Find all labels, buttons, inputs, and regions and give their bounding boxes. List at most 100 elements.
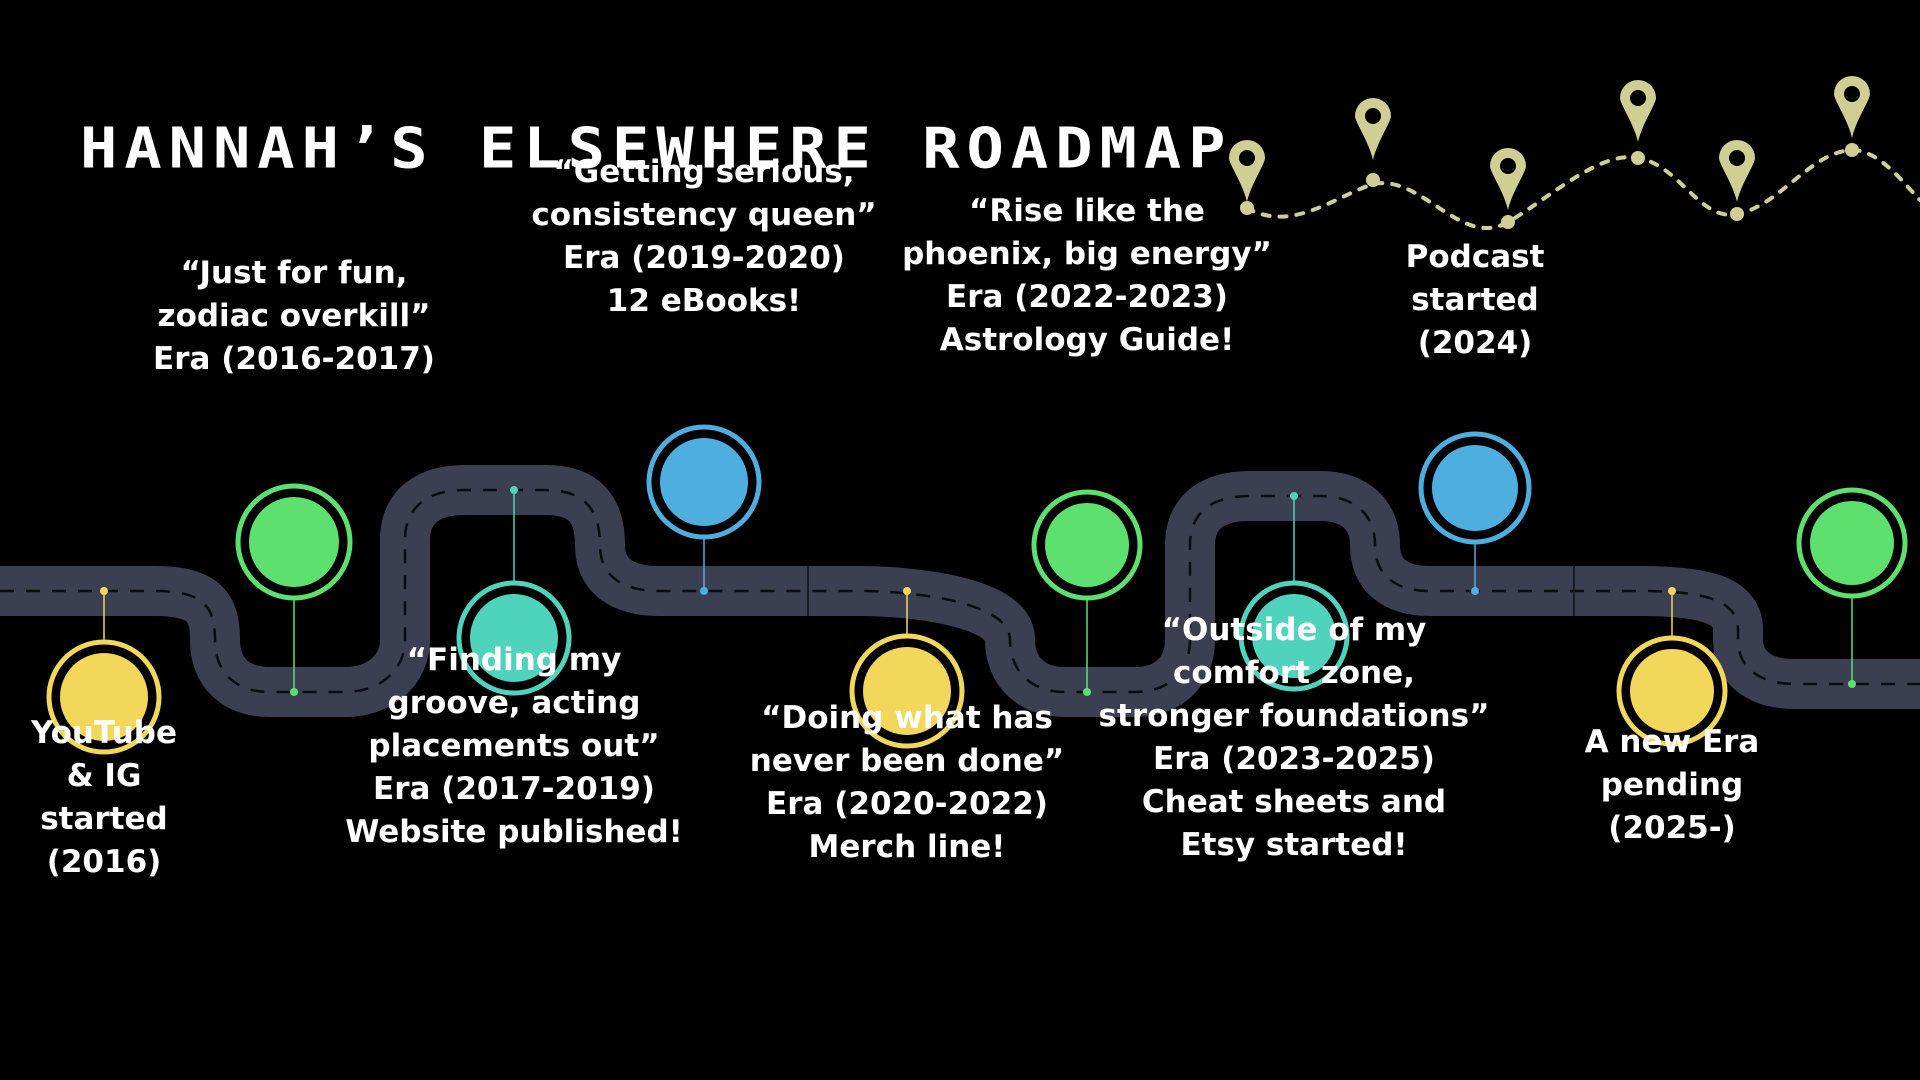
map-pin-body [1620,80,1656,142]
map-pin-dot [1366,173,1380,187]
road-centerline [0,488,1920,694]
milestone-road-dot-10 [1848,680,1856,688]
milestone-marker-ring-1 [46,639,162,755]
map-pin-dot [1730,207,1744,221]
milestone-label-line: phoenix, big energy” [902,236,1272,272]
map-pin-hole [1729,150,1745,166]
milestone-marker-ring-8 [1418,431,1532,545]
pin-trail [1245,147,1920,230]
milestone-label-line: Era (2022-2023) [946,279,1228,315]
milestone-marker-5 [863,647,951,735]
milestone-label-9: A new Era pending (2025-) [1585,721,1760,850]
milestone-label-line: “Finding my [406,641,622,678]
milestone-label-line: comfort zone, [1173,655,1415,691]
map-pin-body [1355,98,1391,160]
map-pin-icon [1834,76,1870,157]
milestone-marker-6 [1045,503,1129,587]
milestone-marker-ring-4 [646,424,762,540]
milestone-marker-10 [1810,501,1894,585]
milestone-label-line: never been done” [749,743,1065,779]
milestone-markers [46,424,1908,755]
milestone-label-3: “Finding my groove, acting placements out”… [345,639,683,854]
milestone-label-line: groove, acting [387,684,641,721]
milestone-label-2: “Just for fun, zodiac overkill” Era (2016-… [153,252,435,381]
map-pin-dot [1631,151,1645,165]
milestone-road-dot-2 [290,688,298,696]
milestone-label-line: Era (2017-2019) [373,770,655,807]
milestone-label-line: placements out” [368,727,660,764]
milestone-label-line: Etsy started! [1180,827,1408,863]
milestone-marker-7 [1252,594,1336,678]
milestone-label-line: Podcast [1405,238,1545,275]
milestone-marker-ring-3 [456,580,572,696]
map-pin-hole [1500,158,1516,174]
map-pin-dot [1845,143,1859,157]
page-title: HANNAH’S ELSEWHERE ROADMAP [80,115,1233,181]
milestone-road-dot-5 [903,587,911,595]
milestone-road-dot-9 [1668,587,1676,595]
milestone-label-line: Website published! [345,813,683,850]
map-pin-body [1229,140,1265,202]
milestone-marker-ring-6 [1031,489,1143,601]
milestone-marker-ring-9 [1616,635,1728,747]
milestone-marker-8 [1432,445,1518,531]
milestone-label-line: YouTube [31,715,177,751]
milestone-marker-9 [1630,649,1714,733]
milestone-label-line: A new Era [1584,723,1760,760]
milestone-label-line: Era (2023-2025) [1153,741,1435,777]
milestone-label-line: zodiac overkill” [157,297,431,334]
map-pin-hole [1365,108,1381,124]
milestone-marker-3 [470,594,558,682]
map-pin-body [1834,76,1870,138]
decorative-map-pins [1229,76,1920,230]
milestone-road-dot-6 [1083,688,1091,696]
milestone-road-dot-1 [100,587,108,595]
milestone-marker-1 [60,653,148,741]
milestone-road-dot-4 [700,587,708,595]
milestone-road-dot-7 [1290,492,1298,500]
milestone-label-line: Era (2019-2020) [563,240,845,276]
milestone-label-line: (2025-) [1608,809,1736,846]
milestone-stems [100,486,1856,696]
milestone-label-line: “Doing what has [761,700,1053,736]
map-pin-dot [1501,215,1515,229]
map-pin-dot [1240,201,1254,215]
map-pin-hole [1239,150,1255,166]
milestone-label-line: started [40,801,168,837]
milestone-label-line: “Getting serious, [553,154,855,190]
map-pin-icon [1620,80,1656,165]
milestone-label-line: pending [1600,766,1744,803]
milestone-label-line: Era (2020-2022) [766,786,1048,822]
milestone-label-line: Cheat sheets and [1141,784,1447,820]
milestone-label-line: 12 eBooks! [606,283,802,319]
milestone-label-line: Era (2016-2017) [153,340,435,377]
milestone-label-4: “Getting serious, consistency queen” Era (… [531,151,876,323]
milestone-marker-ring-7 [1238,580,1350,692]
milestone-label-line: stronger foundations” [1098,698,1490,734]
milestone-label-line: “Just for fun, [180,254,408,291]
map-pin-icon [1490,148,1526,229]
map-pin-body [1719,140,1755,202]
milestone-marker-ring-10 [1796,487,1908,599]
map-pin-icon [1229,140,1265,215]
map-pin-hole [1844,86,1860,102]
milestone-marker-2 [249,497,339,587]
milestone-label-5: “Doing what has never been done” Era (2020… [750,697,1064,869]
milestone-label-line: “Outside of my [1161,612,1427,648]
milestone-road-dot-3 [510,486,518,494]
milestone-marker-4 [660,438,748,526]
milestone-label-line: Astrology Guide! [939,322,1235,358]
winding-road [0,465,1920,717]
map-pin-icon [1355,98,1391,187]
milestone-label-line: & IG [66,758,142,794]
milestone-road-dot-8 [1471,587,1479,595]
map-pin-body [1490,148,1526,210]
map-pin-icon [1719,140,1755,221]
map-pin-hole [1630,90,1646,106]
milestone-label-line: consistency queen” [531,197,877,233]
milestone-label-line: started [1411,281,1539,318]
